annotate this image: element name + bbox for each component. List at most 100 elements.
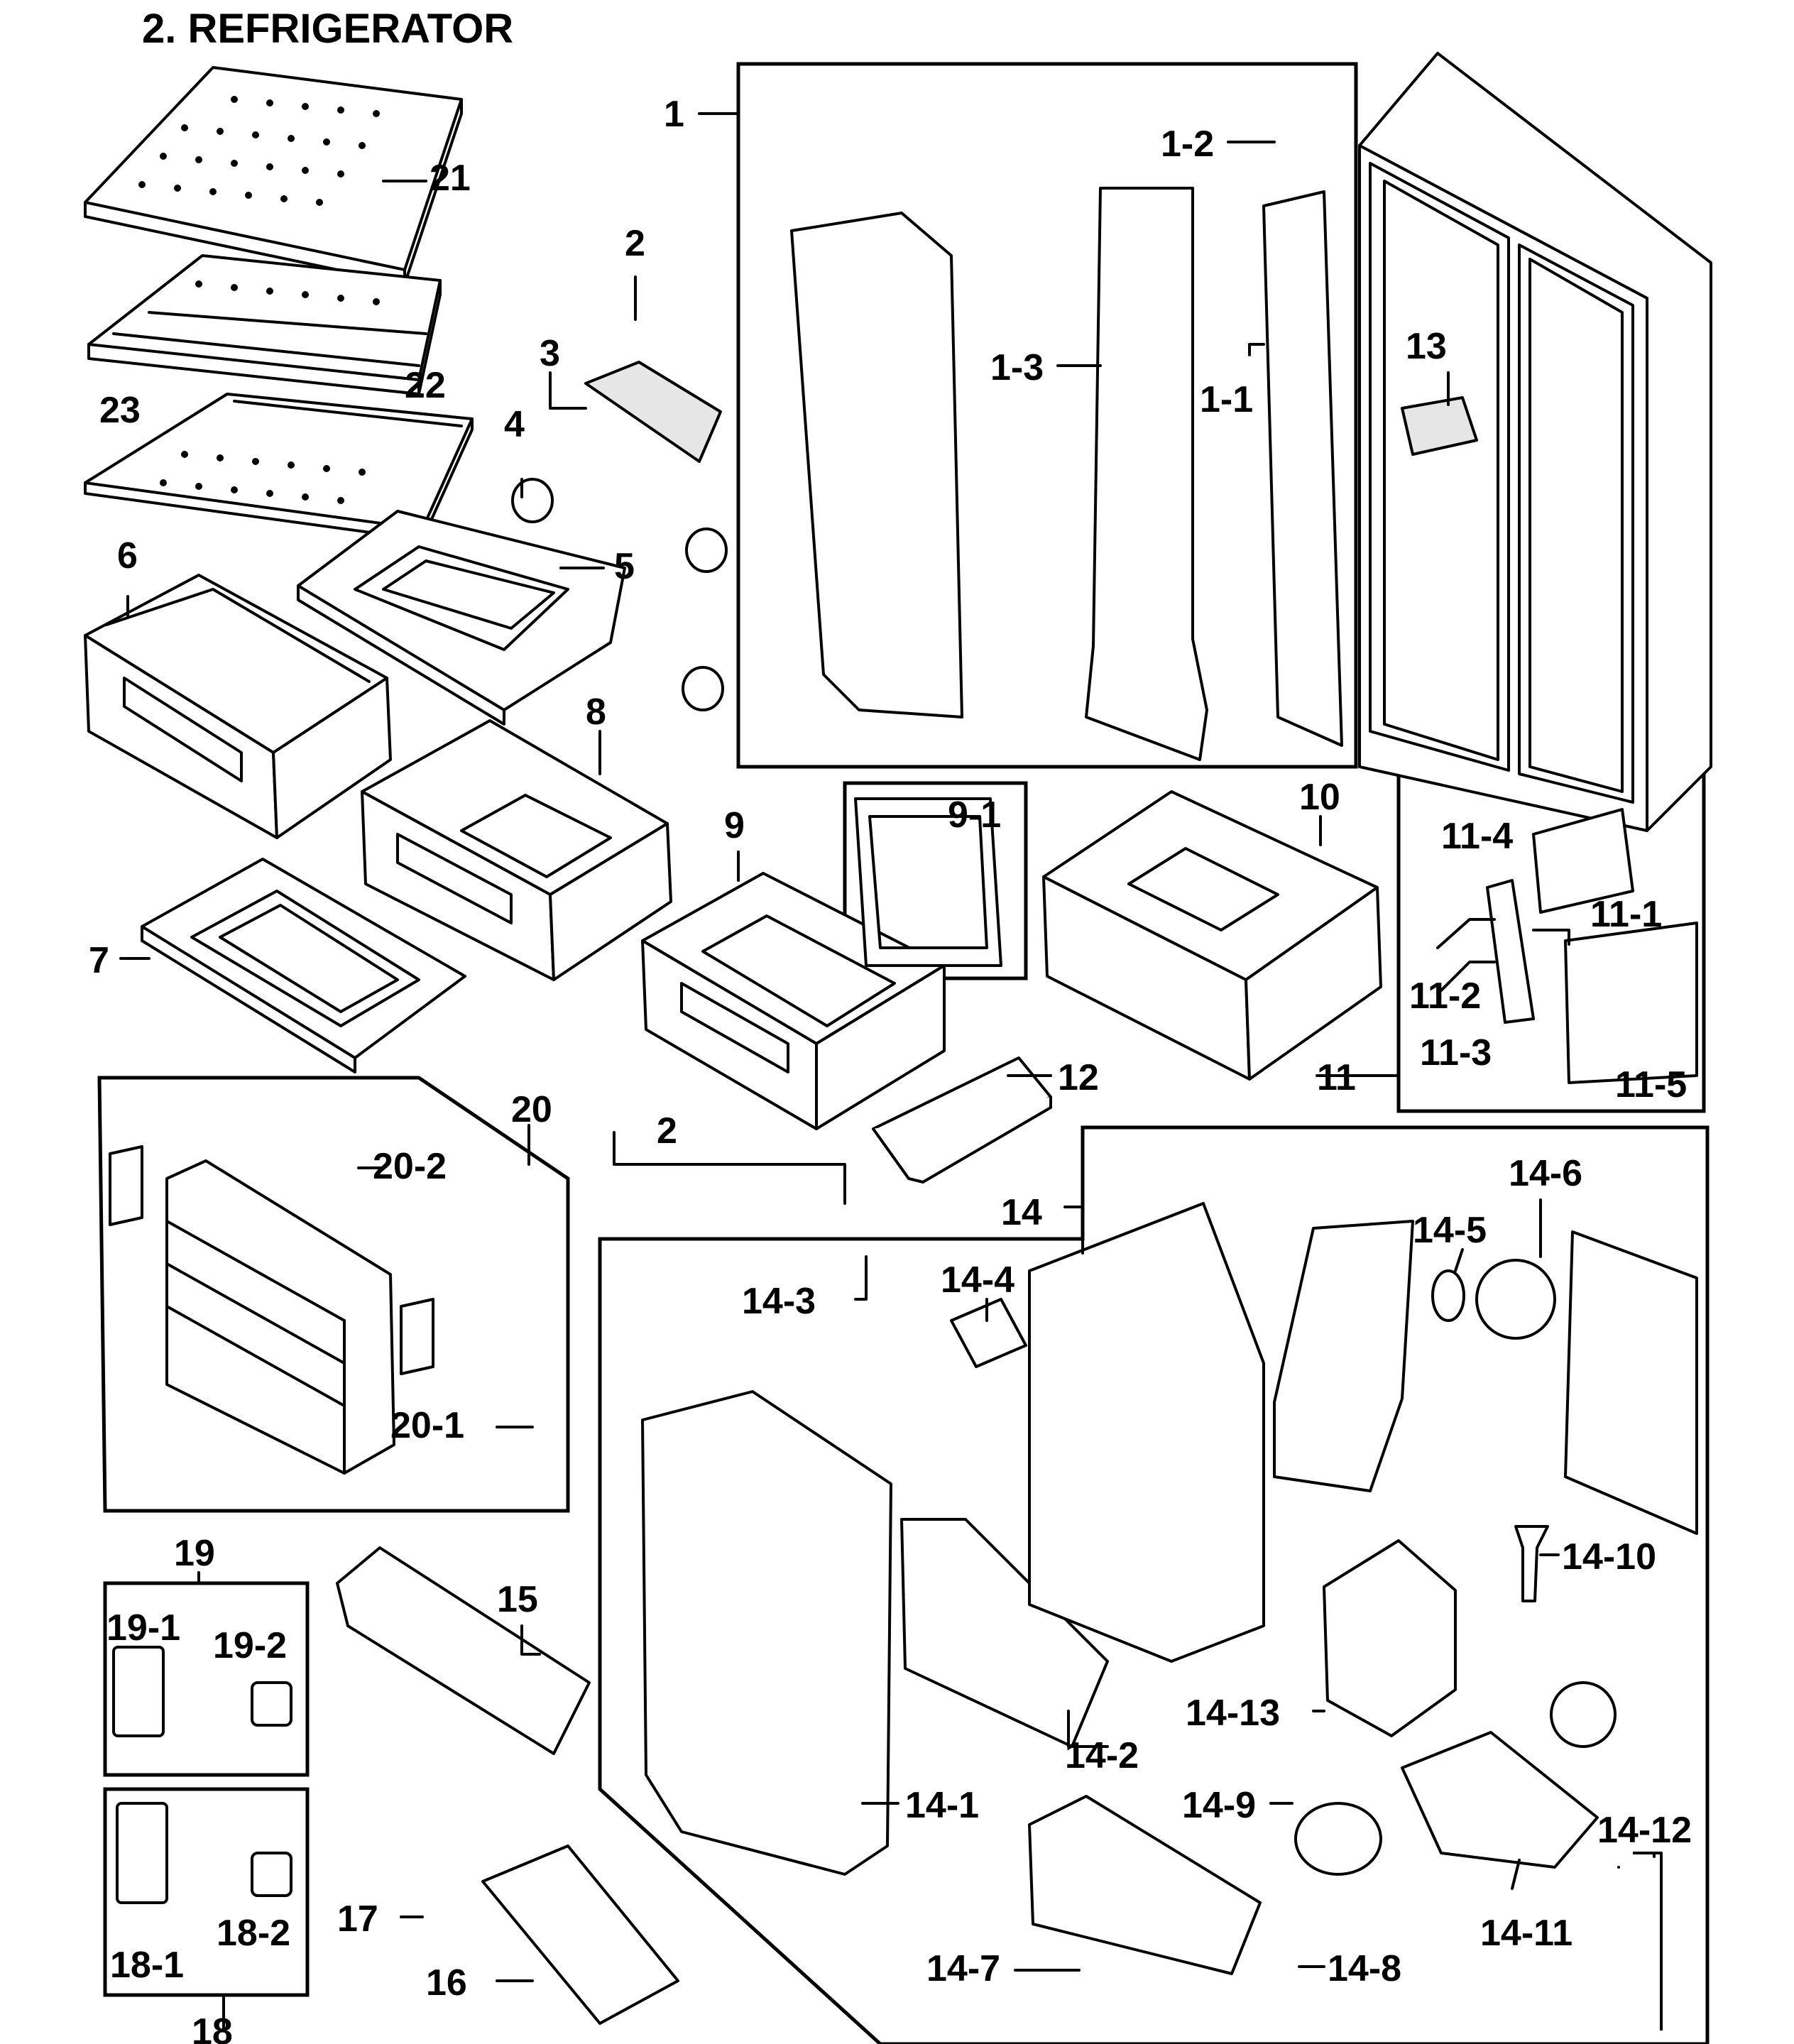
part-1-3-panel bbox=[1085, 187, 1208, 761]
part-14-10-screw bbox=[1514, 1525, 1549, 1602]
part-5-crisper-cover bbox=[297, 510, 626, 726]
part-14-case bbox=[1028, 1202, 1265, 1663]
label-20: 20 bbox=[511, 1089, 552, 1130]
label-14-4: 14-4 bbox=[941, 1259, 1014, 1301]
label-14-6: 14-6 bbox=[1509, 1153, 1582, 1194]
part-1-1-strip bbox=[1262, 190, 1343, 747]
group-box-19 bbox=[103, 1581, 310, 1777]
label-9: 9 bbox=[724, 805, 745, 846]
part-3-cap bbox=[584, 361, 722, 463]
part-1-door-liner bbox=[790, 212, 963, 718]
part-labels: 21 2 1 1-2 1-3 1-1 13 22 3 23 4 5 6 8 9 … bbox=[89, 94, 1692, 2044]
label-18: 18 bbox=[192, 2011, 233, 2044]
label-14: 14 bbox=[1001, 1192, 1042, 1233]
label-10: 10 bbox=[1299, 777, 1340, 818]
part-14-2-cover bbox=[900, 1518, 1109, 1748]
part-14-9-ring bbox=[1294, 1802, 1382, 1876]
label-14-5: 14-5 bbox=[1413, 1210, 1487, 1251]
group-box-1 bbox=[736, 62, 1358, 769]
label-20-1: 20-1 bbox=[390, 1405, 464, 1446]
group-box-18 bbox=[103, 1787, 310, 1997]
label-14-7: 14-7 bbox=[926, 1948, 1000, 1989]
label-11: 11 bbox=[1317, 1057, 1356, 1098]
label-14-9: 14-9 bbox=[1182, 1785, 1256, 1826]
part-4-knob bbox=[511, 478, 554, 523]
label-9-1: 9-1 bbox=[948, 794, 1001, 836]
label-19-1: 19-1 bbox=[106, 1607, 180, 1649]
label-1-2: 1-2 bbox=[1161, 124, 1214, 165]
part-19-2-pad bbox=[251, 1681, 292, 1727]
part-14-12-harness bbox=[1633, 1852, 1663, 2031]
part-14-4-pad bbox=[950, 1298, 1027, 1368]
part-14-ring-b bbox=[1550, 1681, 1617, 1748]
label-13: 13 bbox=[1406, 326, 1447, 367]
label-17: 17 bbox=[337, 1898, 378, 1940]
label-11-2: 11-2 bbox=[1409, 975, 1481, 1017]
label-5: 5 bbox=[614, 546, 635, 587]
part-12-bin bbox=[872, 1056, 1052, 1184]
part-14-13-shroud bbox=[1323, 1539, 1457, 1737]
group-box-20 bbox=[97, 1076, 570, 1513]
part-21-shelf bbox=[84, 66, 463, 285]
label-22: 22 bbox=[405, 365, 446, 406]
part-14-duct bbox=[1273, 1220, 1414, 1492]
label-1-3: 1-3 bbox=[990, 347, 1044, 388]
part-13-clip bbox=[1401, 396, 1478, 456]
label-11-5: 11-5 bbox=[1615, 1064, 1687, 1105]
label-11-4: 11-4 bbox=[1441, 816, 1513, 857]
part-14-6-fan bbox=[1475, 1259, 1556, 1340]
label-4: 4 bbox=[504, 404, 525, 445]
label-14-1: 14-1 bbox=[905, 1785, 979, 1826]
part-8-drawer bbox=[361, 719, 672, 981]
label-11-1: 11-1 bbox=[1590, 894, 1662, 935]
refrigerator-cabinet bbox=[1358, 52, 1712, 832]
label-21: 21 bbox=[430, 158, 471, 199]
label-2: 2 bbox=[625, 223, 645, 264]
part-15-cover bbox=[336, 1546, 591, 1755]
part-1-knob-a bbox=[685, 528, 728, 573]
part-22-shelf bbox=[87, 254, 442, 395]
label-23: 23 bbox=[99, 390, 141, 431]
part-18-2-pad bbox=[251, 1852, 292, 1897]
part-14-plate bbox=[1564, 1230, 1698, 1535]
label-16: 16 bbox=[426, 1962, 467, 2004]
label-15: 15 bbox=[497, 1579, 538, 1620]
part-10-housing bbox=[1042, 790, 1382, 1081]
label-19: 19 bbox=[174, 1533, 215, 1574]
part-14-7-frame bbox=[1028, 1795, 1262, 1975]
label-12: 12 bbox=[1058, 1057, 1099, 1098]
label-14-3: 14-3 bbox=[742, 1281, 816, 1322]
part-11-2-board bbox=[1486, 879, 1535, 1024]
label-14-13: 14-13 bbox=[1186, 1693, 1280, 1734]
label-11-3: 11-3 bbox=[1420, 1032, 1492, 1073]
label-3: 3 bbox=[540, 333, 560, 374]
label-14-8: 14-8 bbox=[1328, 1948, 1401, 1989]
part-20-evaporator bbox=[109, 1145, 434, 1475]
part-14-5-spring bbox=[1431, 1269, 1465, 1322]
label-20-2: 20-2 bbox=[373, 1146, 447, 1187]
part-16-duct bbox=[481, 1844, 679, 2025]
part-18-1-filter bbox=[116, 1802, 168, 1904]
label-7: 7 bbox=[89, 940, 109, 981]
part-9-1-frame bbox=[854, 797, 1002, 967]
part-7-crisper-cover bbox=[141, 858, 466, 1073]
label-19-2: 19-2 bbox=[213, 1625, 287, 1666]
part-11-board-b bbox=[1532, 808, 1634, 914]
part-19-1-filter bbox=[112, 1646, 165, 1737]
label-6: 6 bbox=[117, 535, 138, 576]
part-14-11-motor bbox=[1401, 1731, 1599, 1869]
label-14-2: 14-2 bbox=[1065, 1735, 1139, 1776]
label-2-lower: 2 bbox=[657, 1110, 677, 1152]
diagram-title: 2. REFRIGERATOR bbox=[142, 6, 513, 52]
label-1: 1 bbox=[664, 94, 684, 135]
label-8: 8 bbox=[586, 692, 606, 733]
label-1-1: 1-1 bbox=[1200, 379, 1253, 420]
label-14-10: 14-10 bbox=[1562, 1536, 1656, 1578]
part-6-crisper-drawer bbox=[84, 574, 392, 839]
part-11-1-bracket bbox=[1564, 922, 1698, 1084]
part-9-basket bbox=[641, 872, 946, 1130]
label-18-1: 18-1 bbox=[110, 1945, 184, 1986]
label-14-12: 14-12 bbox=[1597, 1810, 1692, 1851]
part-14-1-housing bbox=[641, 1390, 892, 1876]
